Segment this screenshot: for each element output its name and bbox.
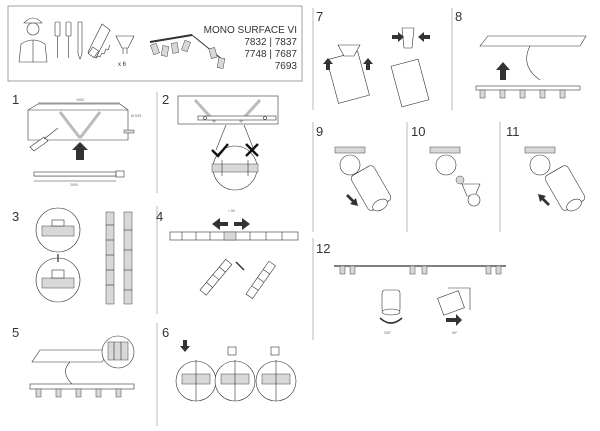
- check-icon: [211, 143, 229, 158]
- pencil-icon: [77, 21, 83, 60]
- arrow-up-icon: [323, 58, 333, 70]
- rotation-label-b: 90°: [452, 331, 458, 335]
- step-10-panel: 10: [411, 124, 481, 207]
- step-2-panel: 2: [162, 92, 279, 191]
- drill-icon: [29, 127, 59, 152]
- step-number: 3: [12, 209, 19, 224]
- bulb-count: x 6: [118, 62, 127, 68]
- step-number: 4: [156, 209, 163, 224]
- screwdriver-icon: [54, 21, 72, 58]
- terminal-column-icon: [105, 211, 133, 305]
- product-code-3: 7693: [275, 61, 298, 72]
- step-1-panel: 1 1900 Ø 9/15 2000: [12, 92, 142, 187]
- arrow-right-icon: [392, 32, 404, 42]
- step-number: 5: [12, 325, 19, 340]
- arrow-down-icon: [180, 340, 190, 352]
- arrow-left-icon: [212, 218, 228, 230]
- step-number: 1: [12, 92, 19, 107]
- cross-icon: [245, 143, 259, 157]
- step-7-panel: 7: [316, 9, 430, 108]
- product-title: MONO SURFACE VI: [204, 25, 297, 36]
- step-9-panel: 9: [316, 124, 392, 212]
- product-code-1: 7832 | 7837: [244, 37, 297, 48]
- rotation-label-a: 340°: [384, 331, 392, 335]
- step-4-panel: 4 < 50: [156, 209, 299, 300]
- arrow-up-icon: [496, 62, 510, 80]
- worker-icon: [18, 17, 48, 63]
- saw-icon: [87, 23, 111, 59]
- dimension-label-gap: < 50: [228, 209, 235, 213]
- dimension-label-side: Ø 9/15: [131, 114, 142, 118]
- step-number: 2: [162, 92, 169, 107]
- dimension-label-bottom: 2000: [70, 183, 78, 187]
- product-fixture-icon: [149, 34, 226, 69]
- grid-separators: [156, 8, 501, 426]
- step-number: 11: [506, 124, 520, 139]
- step-3-panel: 3: [12, 207, 133, 305]
- step-number: 6: [162, 325, 169, 340]
- step-5-panel: 5: [12, 325, 135, 398]
- product-code-2: 7748 | 7687: [244, 49, 297, 60]
- arrow-up-icon: [363, 58, 373, 70]
- tilt-icon: [446, 314, 462, 326]
- step-number: 7: [316, 9, 323, 24]
- step-12-panel: 12 340° 90°: [316, 241, 506, 335]
- step-number: 8: [455, 9, 462, 24]
- step-number: 12: [316, 241, 330, 256]
- rotate-icon: [379, 317, 403, 324]
- bulb-icon: [115, 35, 135, 54]
- dimension-label-top: 1900: [76, 98, 84, 102]
- header-box: x 6 MONO SURFACE VI 7832 | 7837 7748 | 7…: [7, 5, 303, 82]
- arrow-up-left-icon: [538, 194, 550, 206]
- arrow-left-icon: [418, 32, 430, 42]
- step-6-panel: 6: [162, 325, 297, 402]
- arrow-right-icon: [234, 218, 250, 230]
- step-8-panel: 8: [455, 9, 587, 99]
- step-number: 10: [411, 124, 425, 139]
- step-number: 9: [316, 124, 323, 139]
- arrow-down-right-icon: [346, 194, 358, 206]
- arrow-up-icon: [72, 142, 88, 160]
- step-11-panel: 11: [506, 124, 586, 212]
